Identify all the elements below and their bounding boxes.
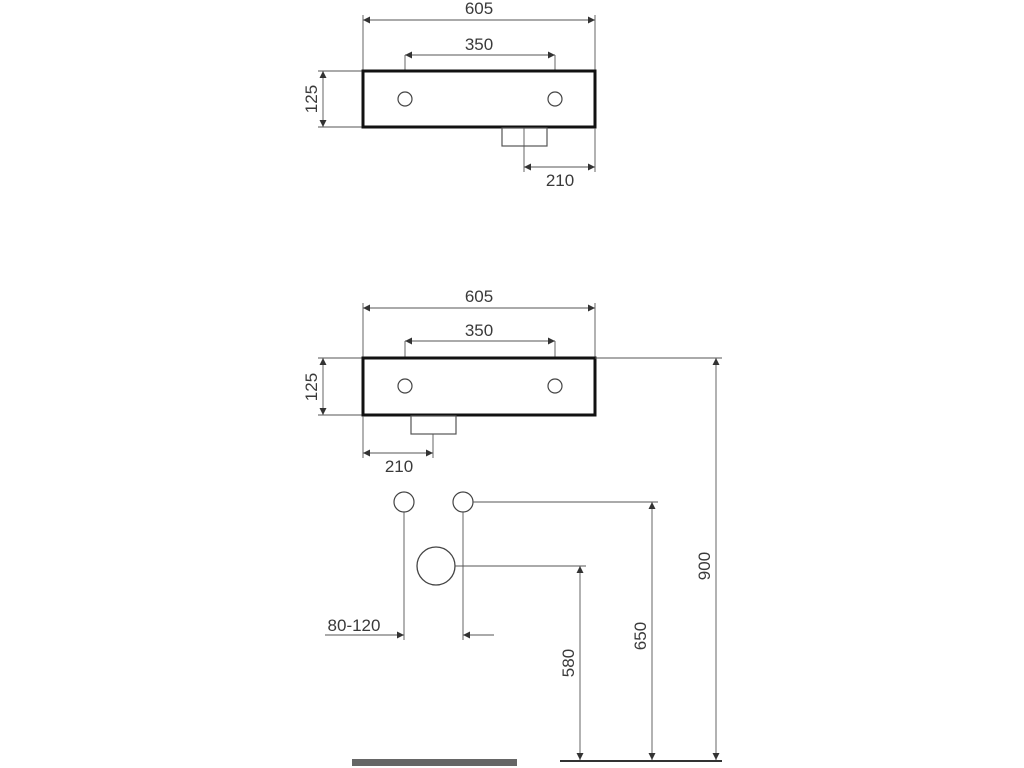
supply-pipe-right: [452, 491, 474, 513]
front-depth-label: 125: [302, 373, 321, 401]
front-outlet: [410, 415, 457, 435]
waste-drain: [416, 546, 456, 586]
front-width-label: 605: [465, 287, 493, 306]
drain-height-label: 580: [559, 649, 578, 677]
top-depth-label: 125: [302, 85, 321, 113]
supply-pipe-left: [393, 491, 415, 513]
front-hole-spacing-label: 350: [465, 321, 493, 340]
top-hole-spacing-label: 350: [465, 35, 493, 54]
front-tap-hole-left: [397, 378, 413, 394]
top-view: 605 350 125 210: [302, 0, 597, 190]
front-tap-hole-right: [547, 378, 563, 394]
top-tap-hole-left: [397, 91, 413, 107]
top-outlet-offset-label: 210: [546, 171, 574, 190]
supply-spacing-label: 80-120: [328, 616, 381, 635]
floor-slab: [352, 759, 517, 766]
top-width-label: 605: [465, 0, 493, 18]
top-tap-hole-right: [547, 91, 563, 107]
front-view: 605 350 125 210 900 80-120: [302, 287, 722, 766]
supply-height-label: 650: [631, 622, 650, 650]
front-basin-body: [361, 356, 597, 417]
mount-height-label: 900: [695, 552, 714, 580]
front-outlet-offset-label: 210: [385, 457, 413, 476]
top-outlet: [501, 127, 548, 147]
